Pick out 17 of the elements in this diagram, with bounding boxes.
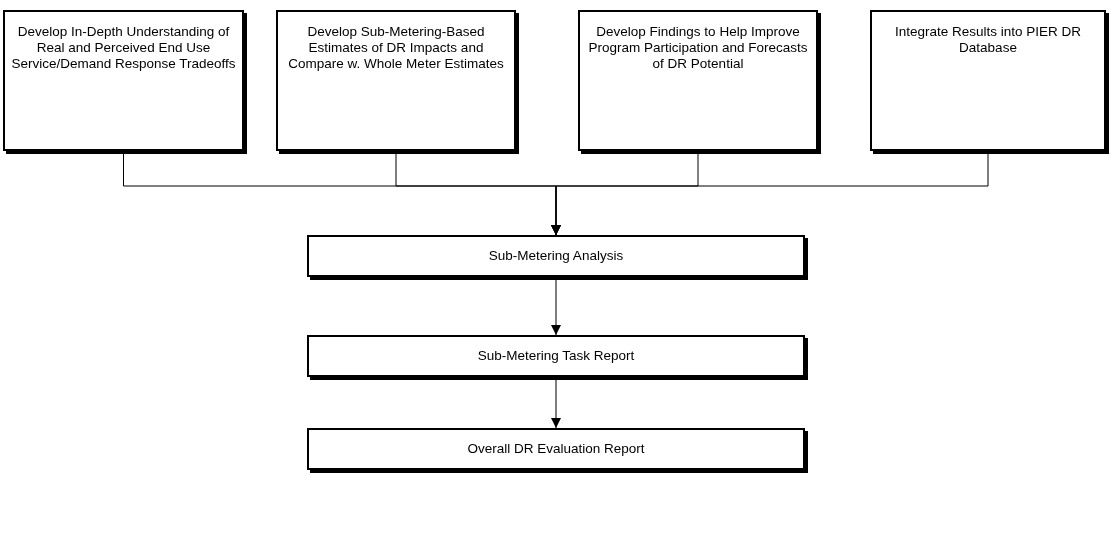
process-box xyxy=(276,10,516,151)
box-label: Develop In-Depth Understanding of Real and Perceived End Use Service/Demand Response Tradeoffs xyxy=(10,24,237,72)
arrow xyxy=(551,379,561,429)
process-box xyxy=(307,428,805,470)
arrow xyxy=(551,153,989,236)
process-box xyxy=(870,10,1106,151)
process-box xyxy=(578,10,818,151)
box-label: Develop Findings to Help Improve Program Participation and Forecasts of DR Potential xyxy=(587,24,809,72)
box-label: Develop Sub-Metering-Based Estimates of DR Impacts and Compare w. Whole Meter Estimates xyxy=(287,24,505,72)
process-box xyxy=(307,335,805,377)
box-label: Sub-Metering Task Report xyxy=(477,348,635,364)
box-label: Sub-Metering Analysis xyxy=(488,248,624,264)
process-box xyxy=(307,235,805,277)
process-box xyxy=(3,10,244,151)
arrow xyxy=(551,279,561,336)
box-label: Integrate Results into PIER DR Database xyxy=(893,24,1083,56)
box-label: Overall DR Evaluation Report xyxy=(467,441,645,457)
